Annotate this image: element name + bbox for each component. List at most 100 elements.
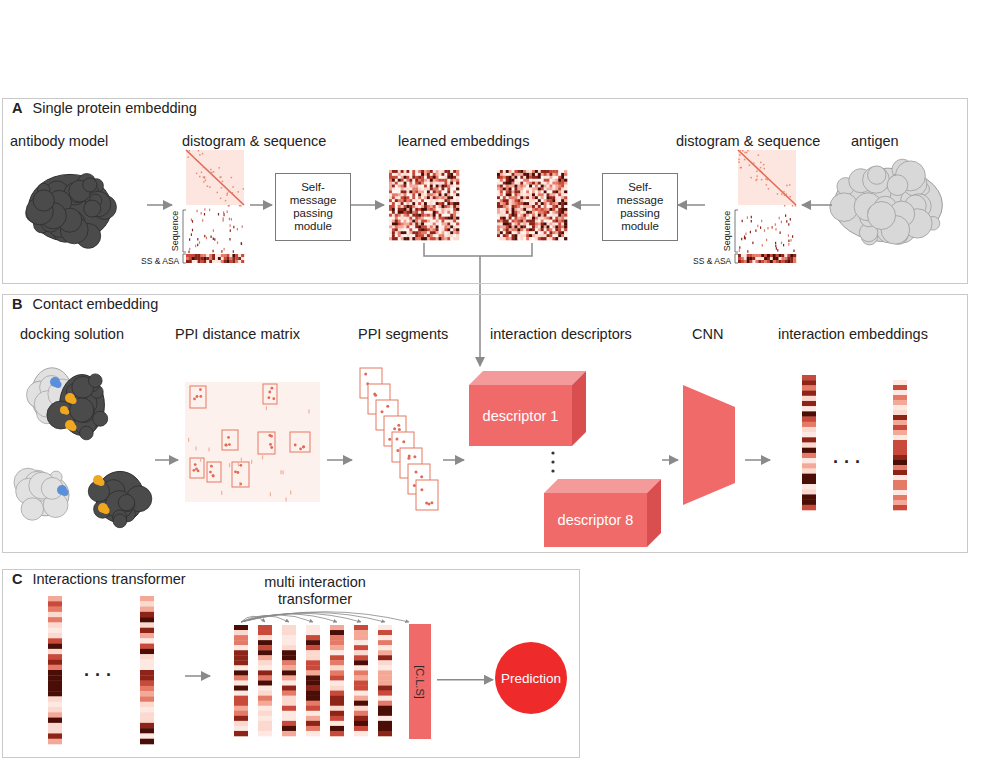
stroke bbox=[538, 234, 541, 237]
flow-arrow bbox=[662, 459, 678, 461]
stroke bbox=[526, 220, 529, 223]
stroke bbox=[263, 384, 277, 404]
stroke bbox=[564, 179, 567, 182]
stroke bbox=[306, 721, 320, 726]
stroke bbox=[188, 438, 189, 442]
stroke bbox=[140, 723, 154, 729]
stroke bbox=[753, 162, 755, 164]
stroke bbox=[738, 260, 741, 263]
stroke bbox=[541, 182, 544, 185]
stroke bbox=[526, 228, 529, 231]
stroke bbox=[541, 188, 544, 191]
stroke bbox=[802, 484, 816, 489]
stroke bbox=[70, 398, 94, 422]
stroke bbox=[453, 170, 456, 173]
stroke bbox=[442, 220, 445, 223]
stroke bbox=[234, 630, 248, 635]
stroke bbox=[561, 190, 564, 193]
stroke bbox=[84, 200, 101, 217]
stroke bbox=[395, 190, 398, 193]
stroke bbox=[282, 665, 296, 670]
stroke bbox=[395, 193, 398, 196]
stroke bbox=[230, 254, 233, 257]
stroke bbox=[500, 205, 503, 208]
stroke bbox=[793, 257, 796, 260]
stroke bbox=[378, 670, 392, 675]
stroke bbox=[506, 208, 509, 211]
stroke bbox=[330, 665, 344, 670]
stroke bbox=[547, 199, 550, 202]
stroke bbox=[541, 231, 544, 234]
stroke bbox=[224, 260, 227, 263]
stroke bbox=[421, 179, 424, 182]
stroke bbox=[456, 199, 459, 202]
stroke bbox=[392, 170, 395, 173]
stroke bbox=[893, 430, 907, 435]
stroke bbox=[790, 257, 793, 260]
stroke bbox=[744, 254, 747, 257]
stroke bbox=[430, 220, 433, 223]
stroke bbox=[515, 193, 518, 196]
panel-heading: ASingle protein embedding bbox=[12, 100, 197, 116]
embedding-bar bbox=[306, 625, 320, 736]
stroke bbox=[450, 199, 453, 202]
stroke bbox=[541, 179, 544, 182]
panel-letter: A bbox=[12, 100, 22, 116]
stroke bbox=[783, 244, 784, 247]
stroke bbox=[409, 211, 412, 214]
stroke bbox=[515, 228, 518, 231]
stroke bbox=[188, 251, 189, 254]
bracket bbox=[183, 210, 186, 252]
stroke bbox=[515, 190, 518, 193]
stroke bbox=[456, 193, 459, 196]
stroke bbox=[497, 205, 500, 208]
stroke bbox=[442, 223, 445, 226]
stroke bbox=[228, 443, 231, 446]
stroke bbox=[558, 231, 561, 234]
stroke bbox=[760, 226, 761, 229]
stroke bbox=[439, 188, 442, 191]
stroke bbox=[520, 208, 523, 211]
stroke bbox=[436, 214, 439, 217]
stroke bbox=[330, 630, 344, 635]
stroke bbox=[512, 225, 515, 228]
stroke bbox=[517, 182, 520, 185]
stroke bbox=[378, 696, 392, 701]
stroke bbox=[234, 686, 248, 691]
stroke bbox=[450, 228, 453, 231]
stroke bbox=[203, 260, 206, 263]
stroke bbox=[453, 225, 456, 228]
dot bbox=[551, 460, 554, 463]
stroke bbox=[427, 196, 430, 199]
stroke bbox=[763, 164, 765, 166]
stroke bbox=[415, 176, 418, 179]
stroke bbox=[234, 716, 248, 721]
stroke bbox=[415, 199, 418, 202]
stroke bbox=[520, 170, 523, 173]
stroke bbox=[893, 455, 907, 460]
stroke bbox=[234, 650, 248, 655]
stroke bbox=[186, 150, 244, 205]
stroke bbox=[418, 234, 421, 237]
stroke bbox=[294, 444, 297, 447]
stroke bbox=[398, 170, 401, 173]
stroke bbox=[418, 190, 421, 193]
stroke bbox=[409, 179, 412, 182]
stroke bbox=[418, 173, 421, 176]
stroke bbox=[241, 242, 242, 245]
stroke bbox=[215, 260, 218, 263]
stroke bbox=[544, 223, 547, 226]
stroke bbox=[415, 208, 418, 211]
stroke bbox=[532, 211, 535, 214]
stroke bbox=[207, 186, 209, 188]
stroke bbox=[258, 645, 272, 650]
stroke bbox=[544, 234, 547, 237]
stroke bbox=[555, 208, 558, 211]
stroke bbox=[354, 711, 368, 716]
stroke bbox=[497, 179, 500, 182]
stroke bbox=[512, 208, 515, 211]
stroke bbox=[421, 190, 424, 193]
stroke bbox=[282, 721, 296, 726]
stroke bbox=[430, 211, 433, 214]
stroke bbox=[48, 686, 62, 692]
